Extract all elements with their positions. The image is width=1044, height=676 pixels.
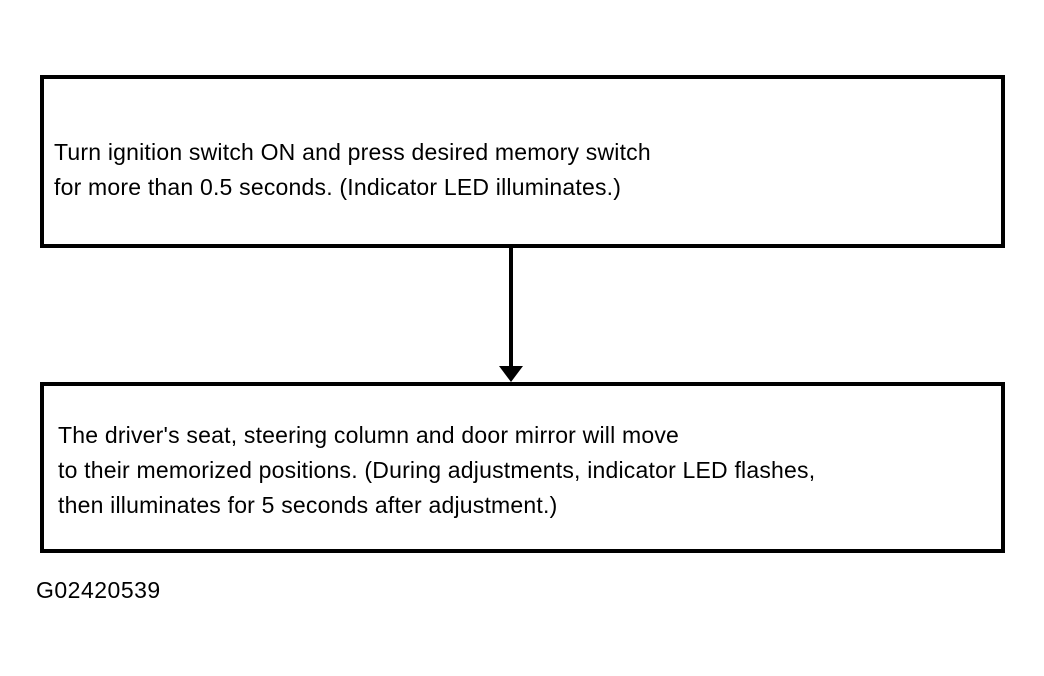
flow-step-1-line-1: Turn ignition switch ON and press desire… xyxy=(54,139,651,165)
flow-step-2-line-2: to their memorized positions. (During ad… xyxy=(58,457,816,483)
flow-step-2-line-1: The driver's seat, steering column and d… xyxy=(58,422,680,448)
flow-step-box-2: The driver's seat, steering column and d… xyxy=(40,382,1005,553)
flow-arrow-line xyxy=(509,248,513,372)
flow-step-box-1: Turn ignition switch ON and press desire… xyxy=(40,75,1005,248)
flow-step-2-line-3: then illuminates for 5 seconds after adj… xyxy=(58,492,558,518)
flow-step-1-line-2: for more than 0.5 seconds. (Indicator LE… xyxy=(54,174,622,200)
arrow-down-icon xyxy=(499,366,523,382)
figure-id-label: G02420539 xyxy=(36,577,161,603)
